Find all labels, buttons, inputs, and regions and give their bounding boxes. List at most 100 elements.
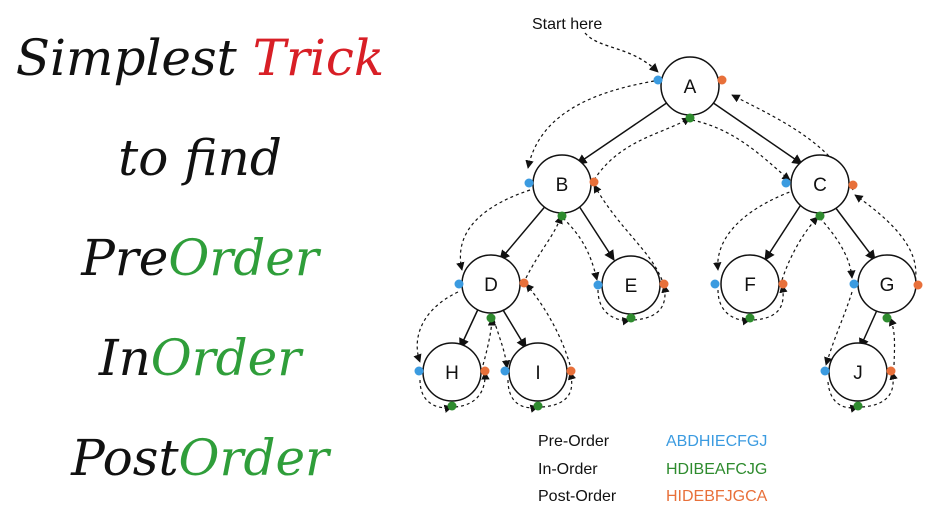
tree-node-a: A [660, 56, 720, 116]
node-label: B [556, 175, 569, 196]
edge-b-d [499, 202, 549, 261]
node-label: A [684, 77, 697, 98]
edge-c-g [831, 202, 876, 261]
traversal-j-up [861, 371, 898, 408]
node-label: D [484, 275, 498, 296]
traversal-d-to-i [493, 319, 511, 369]
traversal-a-to-b [525, 79, 661, 169]
edge-a-b [576, 99, 672, 165]
inorder-dot [882, 313, 892, 323]
traversal-d-to-b [525, 215, 563, 279]
preorder-dot [454, 279, 464, 289]
headline-line-2: to find [118, 129, 282, 187]
inorder-dots [447, 113, 892, 411]
legend-label: Post-Order [538, 488, 617, 505]
start-here-label: Start here [532, 16, 602, 33]
node-label: J [853, 363, 863, 384]
traversal-c-to-g [819, 217, 856, 279]
traversal-j-to-g [889, 317, 897, 366]
tree-diagram: Start here [413, 16, 923, 505]
preorder-dots [414, 75, 859, 376]
node-label: H [445, 363, 459, 384]
tree-node-b: B [532, 154, 592, 214]
headline-line-3: PreOrder [0, 228, 400, 288]
preorder-dot [820, 366, 830, 376]
inorder-dot [557, 211, 567, 221]
node-label: E [625, 276, 638, 297]
preorder-dot [524, 178, 534, 188]
inorder-dot [853, 401, 863, 411]
headline-line-5: PostOrder [0, 428, 400, 488]
inorder-dot [685, 113, 695, 123]
traversal-e-up [633, 284, 670, 321]
node-label: G [880, 275, 895, 296]
tree-node-j: J [828, 342, 888, 402]
traversal-f-to-c [781, 216, 819, 281]
traversal-a-to-c [691, 119, 791, 181]
preorder-dot [710, 279, 720, 289]
postorder-dot [717, 75, 727, 85]
inorder-dot [626, 313, 636, 323]
inorder-dot [533, 401, 543, 411]
tree-node-i: I [508, 342, 568, 402]
legend-row-inorder: In-Order HDIBEAFCJG [538, 461, 767, 478]
inorder-dot [486, 313, 496, 323]
preorder-dot [500, 366, 510, 376]
legend-label: In-Order [538, 461, 598, 478]
postorder-dot [519, 278, 529, 288]
start-arrow [584, 32, 659, 73]
headline-word-pre: Pre [81, 229, 169, 287]
traversal-d-to-h [413, 291, 459, 363]
headline-word-order: Order [168, 229, 319, 287]
traversal-b-to-e [562, 217, 600, 281]
traversal-g-to-c [854, 194, 917, 293]
legend-sequence: HDIBEAFCJG [666, 461, 767, 478]
legend-sequence: HIDEBFJGCA [666, 488, 768, 505]
tree-node-e: E [601, 255, 661, 315]
headline-line-1: Simplest Trick [0, 28, 400, 88]
preorder-dot [781, 178, 791, 188]
preorder-dot [849, 279, 859, 289]
edge-a-c [708, 99, 803, 165]
traversal-c-to-f [713, 189, 796, 271]
postorder-dot [659, 279, 669, 289]
edge-d-i [499, 304, 527, 349]
traversal-i-up [541, 371, 577, 408]
legend-sequence: ABDHIECFGJ [666, 433, 767, 450]
tree-node-g: G [857, 254, 917, 314]
headline-word-in: In [98, 329, 151, 387]
inorder-dot [447, 401, 457, 411]
node-label: C [813, 175, 827, 196]
traversal-legend: Pre-Order ABDHIECFGJ In-Order HDIBEAFCJG… [538, 433, 768, 505]
postorder-dot [778, 279, 788, 289]
traversal-b-to-d [456, 189, 531, 271]
preorder-dot [593, 280, 603, 290]
traversal-f-up [753, 284, 788, 321]
tree-node-c: C [790, 154, 850, 214]
headline-word-order: Order [150, 329, 302, 387]
legend-row-postorder: Post-Order HIDEBFJGCA [538, 488, 768, 505]
edge-b-e [576, 202, 615, 261]
postorder-dot [589, 177, 599, 187]
inorder-dot [745, 313, 755, 323]
postorder-dot [913, 280, 923, 290]
edge-c-f [764, 202, 803, 261]
tree-node-d: D [461, 254, 521, 314]
traversal-h-to-d [482, 317, 497, 366]
traversal-g-to-j [824, 291, 853, 366]
preorder-dot [414, 366, 424, 376]
postorder-dot [480, 366, 490, 376]
tree-node-f: F [720, 254, 780, 314]
tree-edges [459, 99, 879, 349]
node-label: F [744, 275, 756, 296]
headline-word-order: Order [178, 429, 329, 487]
postorder-dots [480, 75, 923, 376]
headline-word-post: Post [71, 429, 179, 487]
edge-g-j [859, 307, 879, 349]
legend-row-preorder: Pre-Order ABDHIECFGJ [538, 433, 767, 450]
legend-label: Pre-Order [538, 433, 610, 450]
headline-word-trick: Trick [252, 29, 385, 87]
traversal-i-to-d [525, 283, 571, 366]
headline-word-simplest: Simplest [15, 29, 253, 87]
